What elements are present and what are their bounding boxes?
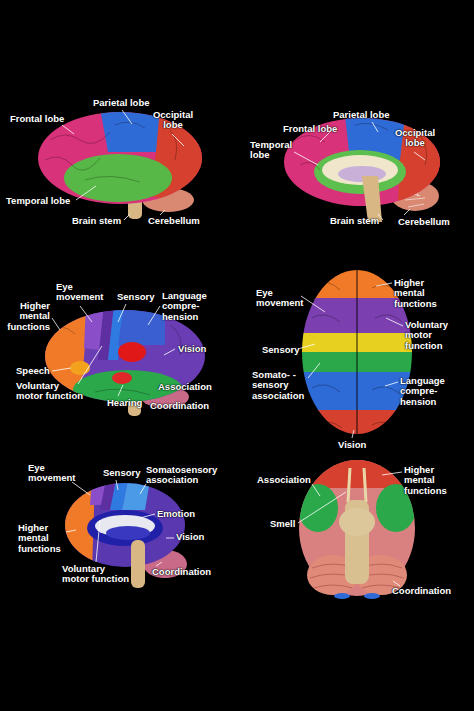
inferior-view-brain [296,458,420,600]
region-label: Eye movement [56,282,102,303]
region-label: Eye movement [256,288,302,309]
region-label: Higher mental functions [394,278,440,309]
region-label: Language compre-hension [400,376,450,407]
region-label: Voluntary motor function [62,564,134,585]
leader-lines [52,110,425,586]
region-label: Higher mental functions [4,301,50,332]
region-label: Association [158,382,212,392]
region-label: Voluntary motor function [405,320,455,351]
region-label: Sensory [117,292,155,302]
region-label: Parietal lobe [333,110,390,120]
region-label: Vision [178,344,206,354]
region-label: Brain stem [72,216,121,226]
region-label: Vision [338,440,366,450]
region-label: Somatosensory association [146,465,222,486]
region-label: Hearing [107,398,142,408]
region-label: Frontal lobe [10,114,64,124]
region-label: Occipital lobe [150,110,196,131]
region-label: Temporal lobe [250,140,296,161]
region-label: Temporal lobe [6,196,70,206]
region-label: Association [257,475,311,485]
region-label: Cerebellum [398,217,450,227]
region-label: Vision [176,532,204,542]
region-label: Emotion [157,509,195,519]
region-label: Voluntary motor function [16,381,88,402]
region-label: Speech [16,366,50,376]
region-label: Parietal lobe [93,98,150,108]
sagittal-lobes-brain [282,116,444,222]
region-label: Coordination [392,586,451,596]
region-label: Language compre-hension [162,291,212,322]
region-label: Brain stem [330,216,379,226]
region-label: Somato- -sensory association [252,370,306,401]
region-label: Sensory [103,468,141,478]
region-label: Coordination [152,567,211,577]
region-label: Coordination [150,401,209,411]
region-label: Frontal lobe [283,124,337,134]
region-label: Occipital lobe [392,128,438,149]
region-label: Smell [270,519,295,529]
region-label: Higher mental functions [18,523,64,554]
region-label: Higher mental functions [404,465,450,496]
region-label: Cerebellum [148,216,200,226]
region-label: Eye movement [28,463,74,484]
region-label: Sensory [262,345,300,355]
